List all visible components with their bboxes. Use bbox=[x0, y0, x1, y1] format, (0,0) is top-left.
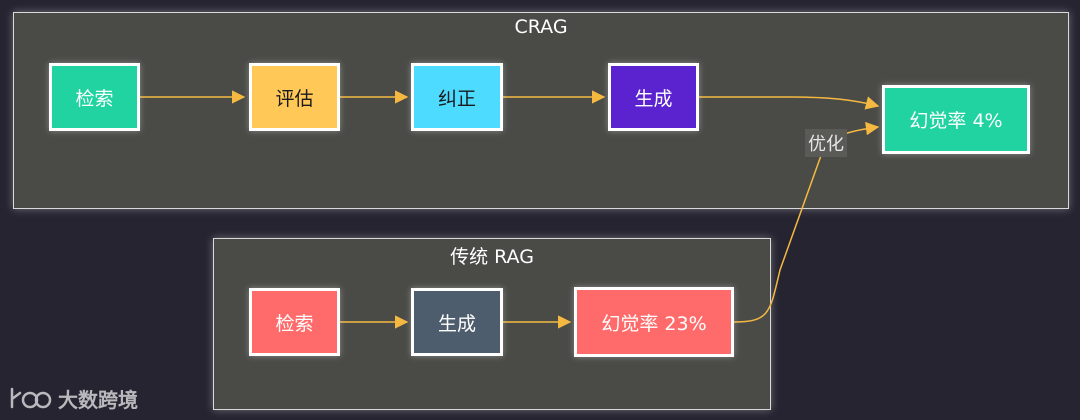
traditional-rag-cluster-title: 传统 RAG bbox=[450, 246, 534, 268]
trad-generate-label: 生成 bbox=[437, 312, 476, 335]
trad-hallucination-label: 幻觉率 23% bbox=[601, 312, 707, 335]
crag-generate-label: 生成 bbox=[634, 87, 673, 110]
trad-retrieve-node: 检索 bbox=[249, 288, 340, 356]
crag-evaluate-label: 评估 bbox=[275, 87, 314, 110]
trad-generate-node: 生成 bbox=[411, 288, 503, 356]
crag-hallucination-node: 幻觉率 4% bbox=[882, 85, 1030, 154]
crag-hallucination-label: 幻觉率 4% bbox=[909, 110, 1003, 132]
crag-correct-node: 纠正 bbox=[411, 63, 503, 131]
crag-generate-node: 生成 bbox=[608, 63, 699, 131]
crag-retrieve-node: 检索 bbox=[49, 63, 140, 131]
crag-retrieve-label: 检索 bbox=[75, 87, 114, 110]
optimize-edge-label: 优化 bbox=[805, 129, 847, 157]
crag-evaluate-node: 评估 bbox=[249, 63, 340, 131]
crag-cluster-title: CRAG bbox=[514, 16, 568, 38]
watermark: 大数跨境 bbox=[8, 384, 138, 413]
trad-hallucination-node: 幻觉率 23% bbox=[574, 287, 734, 357]
edge-crag-generate-to-hallu bbox=[698, 96, 880, 110]
watermark-text: 大数跨境 bbox=[58, 388, 138, 412]
edge-trad-hallu-to-crag-hallu bbox=[733, 121, 880, 323]
trad-retrieve-label: 检索 bbox=[275, 312, 314, 335]
brand-logo-icon bbox=[10, 387, 52, 408]
crag-correct-label: 纠正 bbox=[437, 87, 476, 110]
